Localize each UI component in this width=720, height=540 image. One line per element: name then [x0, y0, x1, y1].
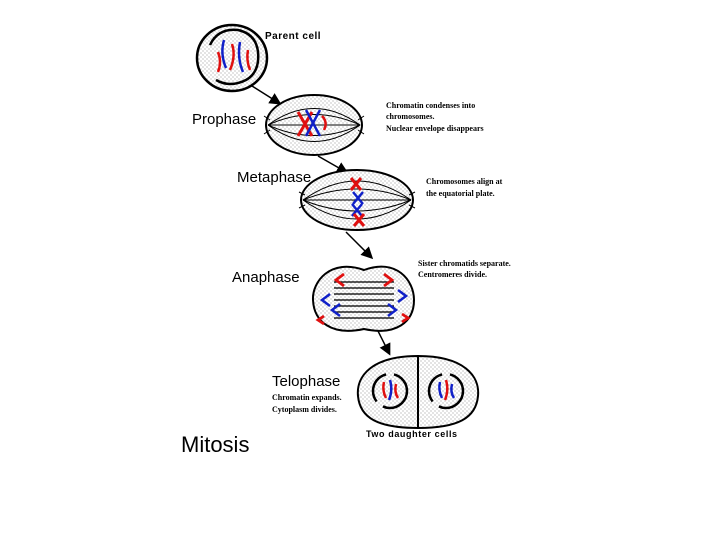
anaphase-note-1: Sister chromatids separate. — [418, 259, 511, 268]
diagram-title: Mitosis — [181, 432, 249, 457]
metaphase-cell — [298, 169, 416, 231]
anaphase-note-2: Centromeres divide. — [418, 270, 487, 279]
stage-name-telophase: Telophase — [272, 373, 340, 390]
arrow-to-telophase — [377, 330, 391, 356]
stage-name-metaphase: Metaphase — [237, 169, 311, 186]
daughter-cells-label: Two daughter cells — [366, 429, 458, 439]
metaphase-note-1: Chromosomes align at — [426, 177, 503, 186]
telophase-cells — [356, 354, 480, 430]
stage-name-anaphase: Anaphase — [232, 269, 300, 286]
stage-name-prophase: Prophase — [192, 111, 256, 128]
prophase-cell — [263, 94, 365, 156]
arrow-to-metaphase — [317, 155, 349, 174]
arrow-to-anaphase — [345, 231, 374, 260]
telophase-note-2: Cytoplasm divides. — [272, 405, 337, 414]
arrow-to-prophase — [251, 85, 282, 105]
prophase-note-2: chromosomes. — [386, 112, 435, 121]
parent-cell — [195, 23, 269, 93]
prophase-note-3: Nuclear envelope disappears — [386, 124, 484, 133]
metaphase-note-2: the equatorial plate. — [426, 189, 495, 198]
telophase-note-1: Chromatin expands. — [272, 393, 342, 402]
parent-cell-label: Parent cell — [265, 31, 321, 42]
anaphase-cell — [311, 265, 416, 332]
prophase-note-1: Chromatin condenses into — [386, 101, 475, 110]
